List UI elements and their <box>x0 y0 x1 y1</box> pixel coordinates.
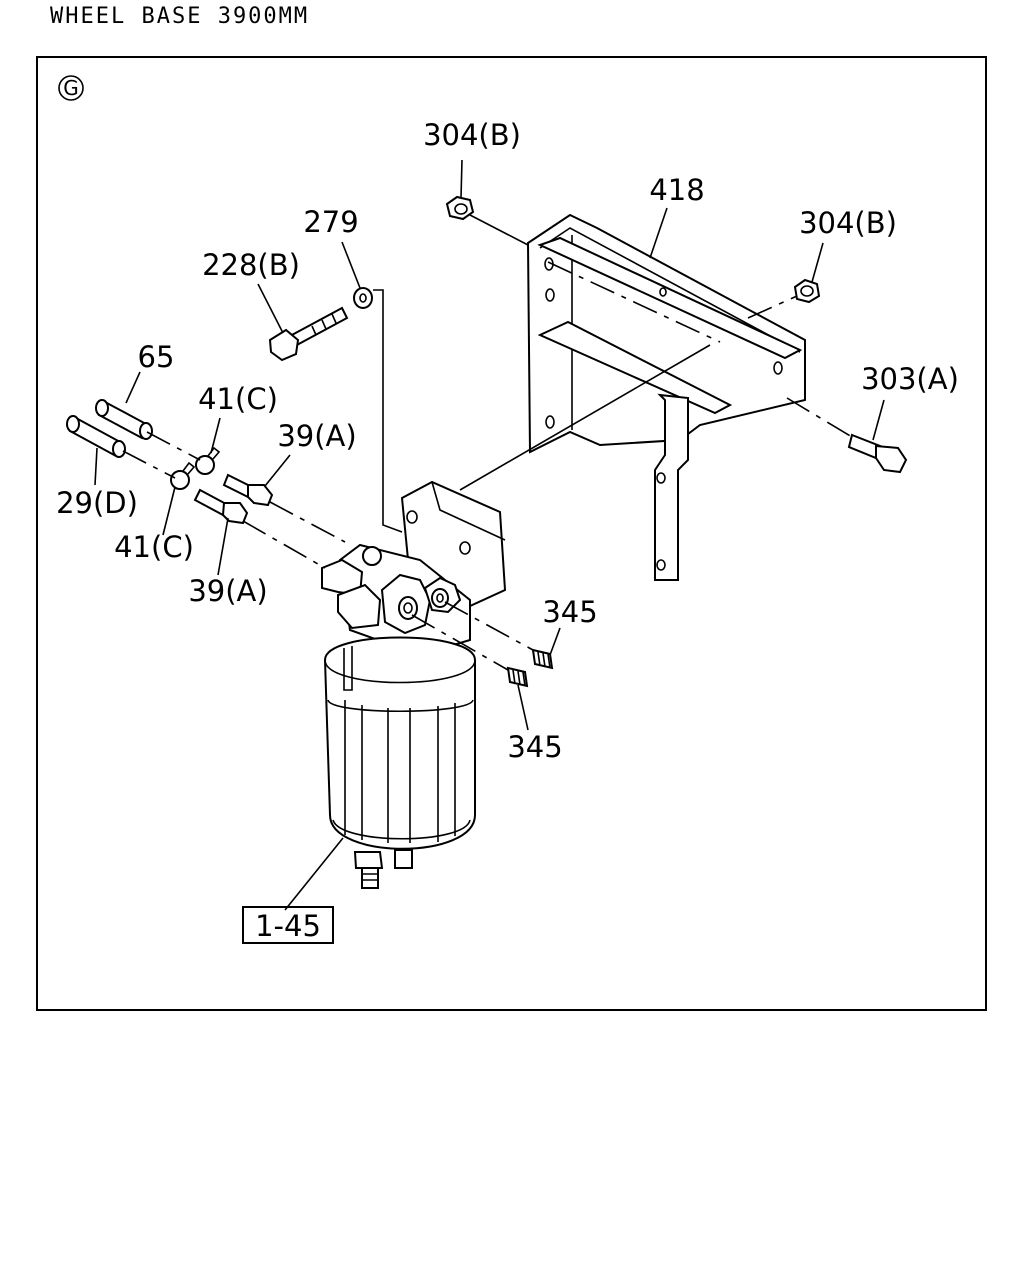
clip-41c-top <box>195 446 221 475</box>
callout-41c-bottom: 41(C) <box>114 530 194 564</box>
callout-1-45: 1-45 <box>255 909 321 943</box>
sheet-letter-badge: G <box>58 75 84 101</box>
callout-65: 65 <box>138 340 175 374</box>
callout-39a-top: 39(A) <box>277 419 356 453</box>
plug-345-top <box>531 648 554 670</box>
callout-279: 279 <box>303 205 358 239</box>
callout-39a-bottom: 39(A) <box>188 574 267 608</box>
nut-304b-right <box>793 278 821 304</box>
washer-279 <box>353 287 373 309</box>
callout-345-bottom: 345 <box>507 730 562 764</box>
leader-lines <box>94 159 885 911</box>
diagram-frame <box>36 56 987 1011</box>
callout-303a: 303(A) <box>861 362 959 396</box>
assembly-lines <box>122 214 853 671</box>
sheet-letter: G <box>63 76 79 100</box>
callout-1-45-box: 1-45 <box>242 906 334 944</box>
page-title: WHEEL BASE 3900MM <box>50 4 310 29</box>
callout-418: 418 <box>649 173 704 207</box>
hose-29d <box>66 415 126 458</box>
bracket-418 <box>526 213 806 581</box>
callout-228b: 228(B) <box>202 248 300 282</box>
bolt-228b <box>268 306 349 362</box>
hose-65 <box>95 399 153 440</box>
callout-304b-right: 304(B) <box>799 206 897 240</box>
clip-41c-bottom <box>170 461 196 490</box>
fitting-39a-bottom <box>193 488 249 525</box>
callout-304b-top: 304(B) <box>423 118 521 152</box>
callout-41c-top: 41(C) <box>198 382 278 416</box>
nut-304b-top <box>445 195 475 221</box>
fuel-filter-1-45 <box>321 480 507 889</box>
callout-29d: 29(D) <box>56 486 138 520</box>
plug-345-bottom <box>506 666 529 688</box>
callout-345-top: 345 <box>542 595 597 629</box>
bolt-303a <box>847 433 908 474</box>
fitting-39a-top <box>222 473 274 507</box>
